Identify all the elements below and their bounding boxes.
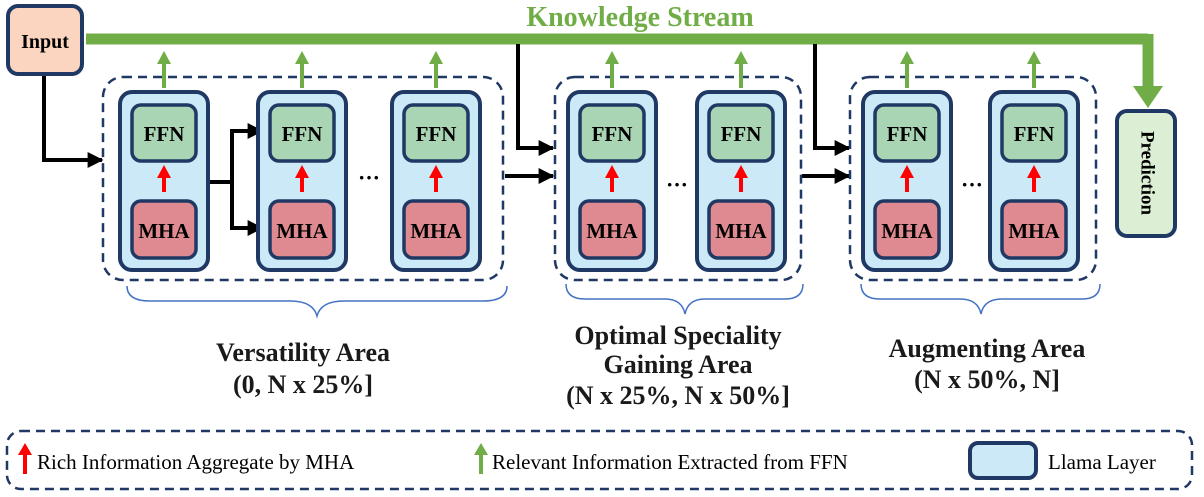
ffn-label: FFN	[144, 122, 185, 146]
green-up-arrow-icon	[1027, 51, 1041, 88]
llama-layer: FFN MHA	[256, 51, 348, 272]
mha-block	[1000, 199, 1068, 260]
mha-label: MHA	[276, 219, 328, 243]
red-up-arrow-icon	[734, 165, 748, 192]
ffn-block	[578, 103, 646, 163]
llama-layer-legend-icon	[968, 441, 1038, 480]
green-arrow-legend-icon	[474, 443, 488, 474]
area-1-name: Versatility Area	[216, 338, 390, 367]
area-2-name-line1: Optimal Speciality	[574, 321, 781, 350]
stream-title: Knowledge Stream	[526, 2, 753, 33]
ffn-label: FFN	[416, 122, 457, 146]
legend-layer-text: Llama Layer	[1048, 450, 1156, 474]
green-up-arrow-icon	[429, 51, 443, 88]
green-up-arrow-icon	[157, 51, 171, 88]
mha-block	[707, 199, 775, 260]
mha-label: MHA	[881, 219, 933, 243]
ffn-label: FFN	[721, 122, 762, 146]
mha-label: MHA	[410, 219, 462, 243]
green-up-arrow-icon	[295, 51, 309, 88]
legend-red-text: Rich Information Aggregate by MHA	[37, 450, 355, 474]
mha-label: MHA	[715, 219, 767, 243]
green-up-arrow-icon	[734, 51, 748, 88]
mha-label: MHA	[586, 219, 638, 243]
ffn-label: FFN	[282, 122, 323, 146]
input-label: Input	[21, 31, 69, 53]
llama-layer: FFN MHA	[118, 51, 210, 272]
area-2-name-line2: Gaining Area	[603, 350, 752, 379]
ffn-block	[873, 103, 941, 163]
llama-layer: FFN MHA	[566, 51, 658, 272]
ffn-block	[268, 103, 336, 163]
ffn-block	[402, 103, 470, 163]
area-3-name: Augmenting Area	[889, 334, 1086, 363]
mha-label: MHA	[1008, 219, 1060, 243]
mha-label: MHA	[138, 219, 190, 243]
mha-block	[578, 199, 646, 260]
ellipsis-1: ···	[358, 165, 380, 190]
speciality-area-box	[553, 75, 803, 282]
area-braces	[126, 283, 1101, 319]
ellipsis-2: ···	[666, 172, 688, 197]
prediction-label: Prediction	[1137, 131, 1158, 216]
input-node: Input	[6, 4, 84, 76]
ellipsis-3: ···	[961, 172, 983, 197]
legend: Rich Information Aggregate by MHA Releva…	[5, 429, 1194, 491]
area-3-range: (N x 50%, N]	[914, 365, 1060, 394]
ffn-block	[130, 103, 198, 163]
red-up-arrow-icon	[429, 165, 443, 192]
llama-layer: FFN MHA	[695, 51, 787, 272]
ffn-block	[707, 103, 775, 163]
llama-layers: FFN MHA FFN MHA FFN MHA FFN MHA FFN MHA FFN MHA FFN M…	[118, 51, 1080, 272]
ffn-label: FFN	[887, 122, 928, 146]
ffn-label: FFN	[592, 122, 633, 146]
mha-block	[873, 199, 941, 260]
llama-layer: FFN MHA	[861, 51, 953, 272]
mha-block	[130, 199, 198, 260]
area-1-range: (0, N x 25%]	[233, 370, 373, 399]
flow-arrows	[42, 44, 851, 236]
red-up-arrow-icon	[605, 165, 619, 192]
llama-layer: FFN MHA	[988, 51, 1080, 272]
ffn-label: FFN	[1014, 122, 1055, 146]
prediction-node: Prediction	[1115, 109, 1177, 238]
red-up-arrow-icon	[1027, 165, 1041, 192]
knowledge-stream	[86, 33, 1163, 108]
augmenting-area-box	[848, 75, 1098, 282]
red-arrow-legend-icon	[18, 443, 32, 474]
red-up-arrow-icon	[295, 165, 309, 192]
mha-block	[402, 199, 470, 260]
area-2-range: (N x 25%, N x 50%]	[566, 381, 790, 410]
red-up-arrow-icon	[900, 165, 914, 192]
stream-arrowhead-icon	[1133, 86, 1163, 108]
ffn-block	[1000, 103, 1068, 163]
green-up-arrow-icon	[900, 51, 914, 88]
mha-block	[268, 199, 336, 260]
red-up-arrow-icon	[157, 165, 171, 192]
llama-layer: FFN MHA	[390, 51, 482, 272]
legend-green-text: Relevant Information Extracted from FFN	[492, 450, 848, 474]
green-up-arrow-icon	[605, 51, 619, 88]
